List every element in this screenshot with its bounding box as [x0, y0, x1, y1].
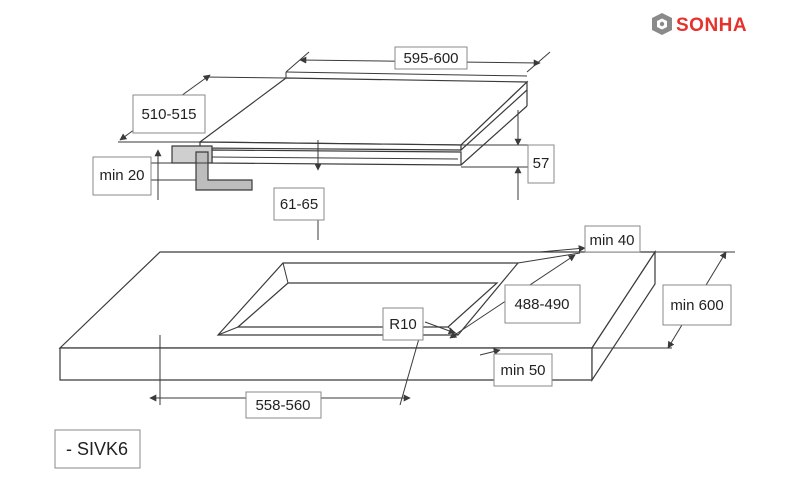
- label-hob-width: 595-600: [394, 46, 468, 70]
- dimension-labels: 595-600 510-515 57 min 20 61-65 min 40 4…: [92, 46, 732, 419]
- label-worktop-depth: min 600: [662, 284, 732, 326]
- label-cutout-width: 558-560: [245, 391, 322, 419]
- label-worktop-thickness: 61-65: [273, 187, 325, 221]
- brand-logo: SONHA: [652, 13, 747, 36]
- label-hob-height-text: 57: [533, 155, 550, 172]
- label-hob-depth: 510-515: [132, 94, 206, 134]
- label-front-clearance: min 50: [493, 353, 553, 387]
- label-cutout-depth-text: 488-490: [514, 296, 569, 313]
- model-label-text: - SIVK6: [66, 439, 128, 459]
- label-worktop-thickness-text: 61-65: [280, 196, 318, 213]
- label-cutout-width-text: 558-560: [255, 397, 310, 414]
- label-back-clearance: min 40: [584, 225, 641, 253]
- label-corner-radius-text: R10: [389, 316, 417, 333]
- label-min-clearance-below-text: min 20: [99, 167, 144, 184]
- label-hob-height: 57: [527, 144, 555, 184]
- label-back-clearance-text: min 40: [589, 232, 634, 249]
- label-worktop-depth-text: min 600: [670, 297, 723, 314]
- hob-drawing: [171, 77, 529, 191]
- sonha-logo-icon: [652, 13, 672, 35]
- label-hob-width-text: 595-600: [403, 50, 458, 67]
- label-cutout-depth: 488-490: [504, 284, 581, 324]
- label-hob-depth-text: 510-515: [141, 106, 196, 123]
- brand-name: SONHA: [676, 15, 747, 36]
- label-front-clearance-text: min 50: [500, 362, 545, 379]
- label-corner-radius: R10: [382, 307, 424, 341]
- label-min-clearance-below: min 20: [92, 156, 152, 196]
- model-label: - SIVK6: [54, 429, 141, 469]
